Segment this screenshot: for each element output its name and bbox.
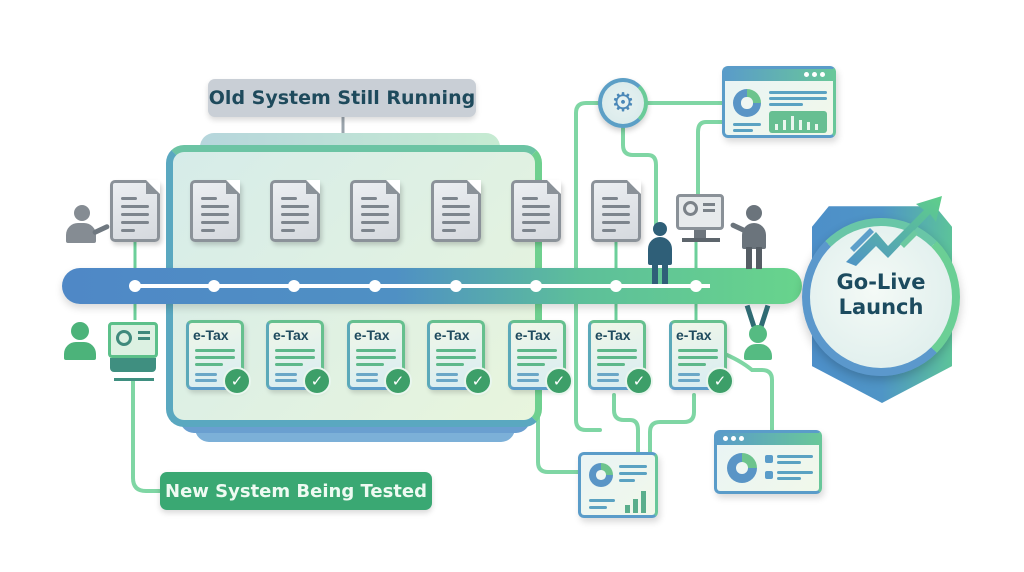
etax-title: e-Tax [354,327,390,343]
document-icon [591,180,641,242]
dashboard-window-top [722,66,836,138]
document-icon [431,180,481,242]
presenter-person-icon [64,205,111,247]
presentation-screen-icon [676,194,726,244]
etax-title: e-Tax [595,327,631,343]
timeline-node [690,280,702,292]
connector-dashboard-down [696,120,724,202]
timeline-node [530,280,542,292]
etax-card: e-Tax ✓ [588,320,653,395]
check-icon: ✓ [303,367,331,395]
check-icon: ✓ [625,367,653,395]
badge-person-icon [742,304,776,361]
document-icon [110,180,160,242]
etax-title: e-Tax [434,327,470,343]
timeline-track [130,284,710,288]
etax-card: e-Tax ✓ [508,320,573,395]
check-icon: ✓ [706,367,734,395]
timeline-node [208,280,220,292]
go-live-title: Go-Live Launch [802,270,960,320]
check-icon: ✓ [384,367,412,395]
tester-person-icon [64,322,100,364]
old-system-label: Old System Still Running [208,79,476,117]
timeline-node [129,280,141,292]
check-icon: ✓ [464,367,492,395]
bar-chart-icon [625,487,651,513]
standing-person-icon [648,222,672,284]
donut-chart-icon [733,89,761,117]
etax-card: e-Tax ✓ [186,320,251,395]
connector-gear-down [621,126,658,234]
etax-title: e-Tax [193,327,229,343]
check-icon: ✓ [223,367,251,395]
timeline-node [288,280,300,292]
etax-card: e-Tax ✓ [427,320,492,395]
connector-bottom-mid [612,393,640,454]
connector-bottom-left [536,393,580,474]
dashboard-card-bottom [578,452,658,518]
etax-card: e-Tax ✓ [266,320,331,395]
bar-chart-icon [769,111,827,133]
timeline-node [450,280,462,292]
donut-chart-icon [589,463,613,487]
timeline-node [610,280,622,292]
connector-gear-left [574,101,602,432]
etax-card: e-Tax ✓ [669,320,734,395]
connector-bottom-right [648,393,696,454]
etax-title: e-Tax [273,327,309,343]
document-icon [350,180,400,242]
etax-title: e-Tax [676,327,712,343]
dashboard-window-bottom [714,430,822,494]
presenter-person-icon [729,205,770,270]
gear-icon: ⚙ [598,78,648,128]
check-icon: ✓ [545,367,573,395]
connector-new-system [131,378,164,493]
document-icon [190,180,240,242]
go-live-line2: Launch [838,295,924,319]
etax-card: e-Tax ✓ [347,320,412,395]
document-icon [511,180,561,242]
donut-chart-icon [727,453,757,483]
new-system-label: New System Being Tested [160,472,432,510]
document-icon [270,180,320,242]
etax-title: e-Tax [515,327,551,343]
connector-person-dashboard [718,350,774,432]
timeline-node [369,280,381,292]
go-live-line1: Go-Live [836,270,926,294]
test-monitor-icon [108,322,158,381]
